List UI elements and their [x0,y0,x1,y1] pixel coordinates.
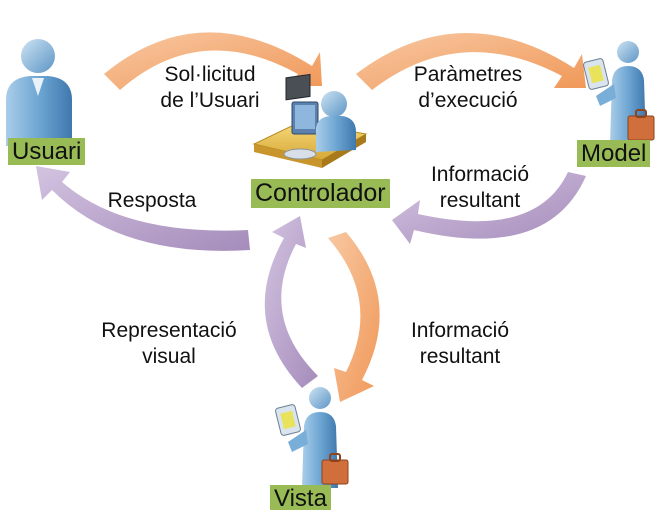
params-label: Paràmetres d’execució [398,62,538,114]
model-result-label-line2: resultant [439,189,521,212]
vista-result-label-line1: Informació [410,319,510,342]
user-figure [6,39,72,146]
node-controlador-label: Controlador [251,179,390,208]
visual-label: Representació visual [84,318,254,370]
node-vista-label: Vista [270,485,331,510]
visual-label-line2: visual [142,345,196,368]
arrow-visual [264,216,318,388]
controller-figure [252,73,368,168]
model-result-label: Informació resultant [410,162,550,214]
model-result-label-line1: Informació [430,163,530,186]
request-label-line2: de l’Usuari [160,89,260,112]
view-figure [275,387,349,488]
arrow-params [356,32,586,90]
vista-result-label-line2: resultant [419,345,501,368]
vista-result-label: Informació resultant [390,318,530,370]
model-figure [583,41,655,144]
visual-label-line1: Representació [101,319,237,342]
arrow-vista-result [328,232,380,402]
node-usuari-label: Usuari [8,138,86,165]
arrow-model-result [392,172,586,244]
response-label: Resposta [107,189,197,212]
node-model-label: Model [577,140,651,167]
params-label-line1: Paràmetres [413,63,523,86]
request-label-line1: Sol·licitud [164,63,256,86]
arrow-request [104,32,322,90]
arrow-response [36,166,250,251]
request-label: Sol·licitud de l’Usuari [140,62,280,114]
params-label-line2: d’execució [418,89,518,112]
